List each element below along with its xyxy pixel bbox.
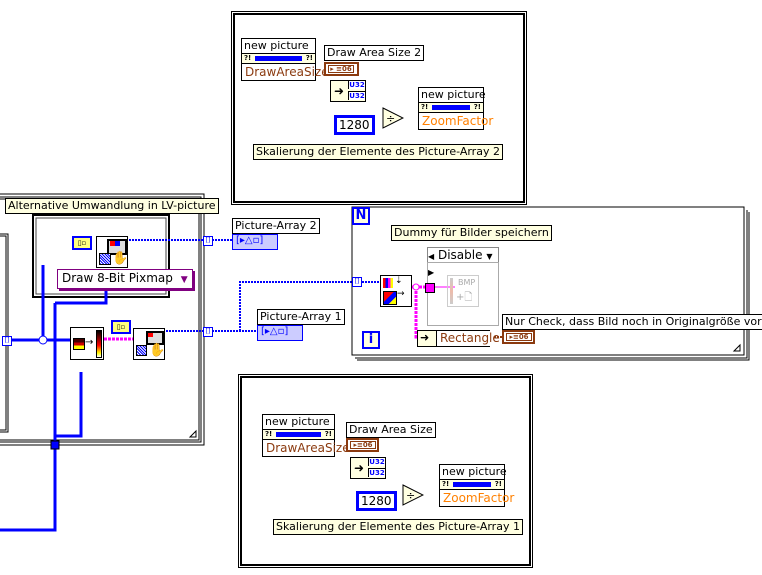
picture-array-1-indicator[interactable]: [▸△▫]: [257, 325, 303, 341]
bundler-label: new picture: [440, 465, 507, 480]
arrow-right-icon: ➜: [420, 331, 430, 344]
bmp-label: BMP: [458, 278, 476, 287]
hand-icon: ✋: [149, 343, 166, 358]
hand-icon: ✋: [112, 251, 129, 266]
colorize-table-vi[interactable]: →: [70, 327, 104, 360]
unbundle-node-top[interactable]: ➜ U32 U32: [330, 80, 366, 102]
pixmap-constant-icon-2[interactable]: ▯▫: [111, 320, 131, 334]
unbundle-element: Rectangle: [436, 331, 500, 346]
u32-out-2: U32: [368, 468, 385, 477]
indicator-label-draw-area-size-2: Draw Area Size 2: [324, 45, 425, 61]
i16-cluster-icon: ▸ ≡06: [328, 65, 354, 73]
cluster-header: ?! ?!: [242, 54, 315, 64]
picture-array-1-label: Picture-Array 1: [257, 309, 345, 325]
draw-area-size-2-indicator[interactable]: ▸ ≡06: [324, 62, 359, 76]
file-icon: +🗋: [456, 292, 473, 303]
arrow-down-icon: ⇣: [395, 276, 403, 286]
bundler-element: DrawAreaSize: [245, 65, 329, 79]
unflatten-pixmap-vi[interactable]: ⇣ →: [380, 275, 412, 307]
pixmap-constant-icon[interactable]: ▯▫: [72, 236, 92, 250]
array-picture-icon: [▸△▫]: [236, 235, 264, 246]
i16-cluster-icon: ▸≡06: [350, 441, 376, 449]
draw-flattened-pixmap-vi[interactable]: ✋: [133, 328, 165, 360]
bundler-label: new picture: [263, 415, 334, 430]
write-bmp-vi-disabled[interactable]: BMP +🗋: [447, 275, 479, 307]
constant-1280-top[interactable]: 1280: [334, 115, 375, 135]
bundler-label: new picture: [419, 88, 486, 103]
array-tunnel-top: []: [203, 236, 213, 246]
loop-input-tunnel: []: [352, 277, 362, 287]
loop-iteration-terminal: i: [362, 331, 380, 349]
tag-right: ?!: [305, 54, 313, 62]
case-structure-selector[interactable]: ◀ Disable ▼ ▶: [427, 247, 499, 277]
bundler-label: new picture: [242, 39, 315, 54]
loop-count-terminal[interactable]: N: [352, 207, 370, 225]
arrow-right-icon: ➜: [334, 84, 345, 98]
cluster-header: ?!?!: [440, 480, 504, 490]
arrow-right-icon: ➜: [354, 461, 365, 475]
divide-node-top[interactable]: ÷: [382, 107, 404, 129]
left-sequence-frame: [0, 193, 205, 446]
picture-array-2-indicator[interactable]: [▸△▫]: [232, 234, 278, 250]
indicator-label-draw-area-size: Draw Area Size: [346, 422, 436, 438]
bundler-element: ZoomFactor: [422, 114, 494, 128]
tag-left: ?!: [244, 54, 252, 62]
picture-array-2-label: Picture-Array 2: [232, 218, 320, 234]
cluster-header: ?!?!: [419, 103, 483, 113]
divide-icon: ÷: [386, 112, 395, 125]
comment-alternative-conversion: Alternative Umwandlung in LV-picture: [5, 198, 219, 214]
frame-corner-fold: [188, 429, 197, 438]
u32-out-1: U32: [348, 81, 365, 89]
check-original-size-label: Nur Check, dass Bild noch in Originalgrö…: [502, 314, 762, 330]
array-tunnel-bottom: []: [203, 327, 213, 337]
pixmap-type-ring[interactable]: Draw 8-Bit Pixmap ▼: [57, 269, 193, 289]
case-dropdown-icon[interactable]: ▼: [486, 252, 493, 261]
unbundle-node-bottom[interactable]: ➜ U32 U32: [350, 457, 386, 479]
cluster-header: ?!?!: [263, 430, 334, 440]
divide-node-bottom[interactable]: ÷: [402, 484, 424, 506]
far-left-structure: [0, 233, 9, 433]
bundler-element: ZoomFactor: [443, 491, 515, 505]
dropdown-arrow-icon: ▼: [180, 275, 188, 285]
array-tunnel-left: []: [2, 336, 12, 346]
case-tunnel: [425, 283, 435, 293]
bundler-element: DrawAreaSize: [266, 441, 350, 455]
unbundle-rectangle[interactable]: ➜ Rectangle: [417, 330, 500, 347]
wire-junction: [38, 335, 48, 345]
u32-out-2: U32: [348, 91, 365, 100]
case-next-icon[interactable]: ▶: [428, 268, 435, 277]
ring-value: Draw 8-Bit Pixmap: [62, 271, 173, 285]
case-value: Disable: [437, 248, 483, 262]
constant-1280-bottom[interactable]: 1280: [356, 491, 397, 511]
draw-pixmap-vi[interactable]: ✋: [96, 236, 128, 268]
array-picture-icon: [▸△▫]: [261, 326, 289, 337]
bundle-zoomfactor-top[interactable]: new picture ?!?! ZoomFactor: [418, 87, 494, 130]
bundle-by-name-bottom[interactable]: new picture ?!?! DrawAreaSize: [262, 414, 350, 457]
case-structure-frame: [427, 262, 499, 326]
u32-out-1: U32: [368, 458, 385, 466]
arrow-right-icon: →: [397, 289, 405, 299]
arrow-right-icon: →: [85, 337, 94, 348]
rectangle-indicator[interactable]: ▸≡06: [502, 330, 535, 344]
bundle-zoomfactor-bottom[interactable]: new picture ?!?! ZoomFactor: [439, 464, 515, 507]
divide-icon: ÷: [406, 489, 415, 502]
comment-scaling-array-2: Skalierung der Elemente des Picture-Arra…: [253, 144, 503, 160]
draw-area-size-indicator[interactable]: ▸≡06: [346, 438, 379, 452]
shift-register-tunnel: [50, 440, 60, 450]
comment-scaling-array-1: Skalierung der Elemente des Picture-Arra…: [273, 519, 523, 535]
comment-dummy-save-images: Dummy für Bilder speichern: [391, 225, 552, 241]
bundle-by-name-top[interactable]: new picture ?! ?! DrawAreaSize: [241, 38, 329, 81]
case-prev-icon[interactable]: ◀: [428, 252, 435, 261]
i16-cluster-icon: ▸≡06: [506, 333, 532, 341]
